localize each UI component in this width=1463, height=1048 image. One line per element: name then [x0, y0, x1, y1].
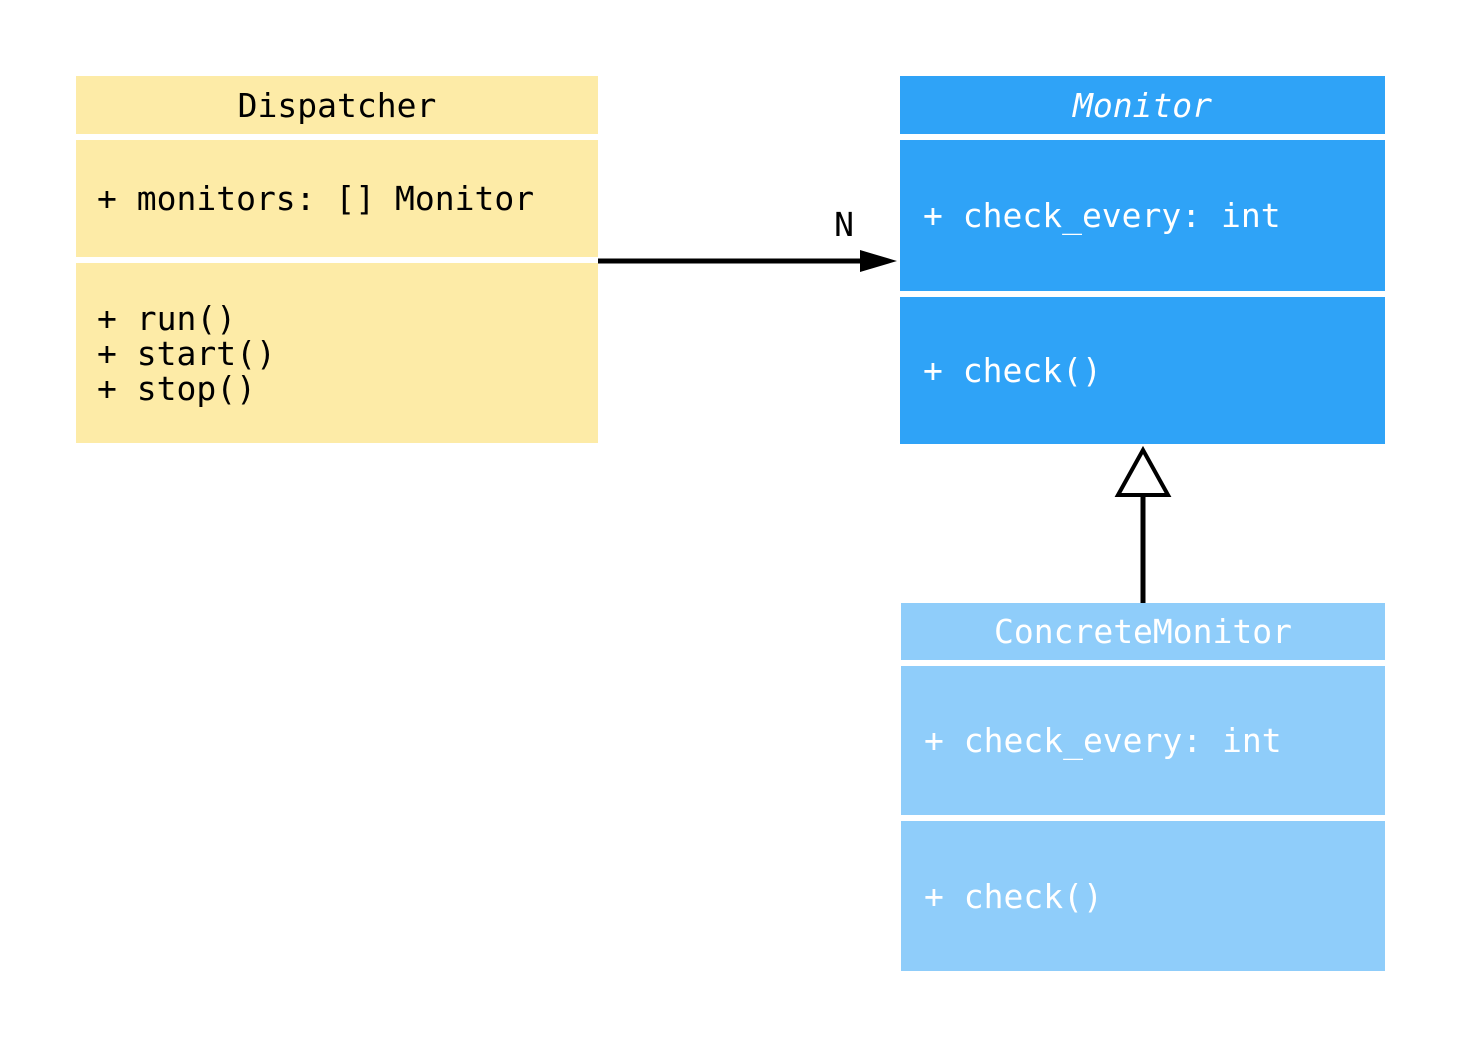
concrete-monitor-methods-section: + check(): [901, 821, 1385, 971]
class-box-concrete-monitor[interactable]: ConcreteMonitor + check_every: int + che…: [901, 603, 1385, 971]
generalization-arrow[interactable]: [1108, 446, 1180, 603]
class-box-monitor[interactable]: Monitor + check_every: int + check(): [900, 76, 1385, 444]
concrete-monitor-method: + check(): [924, 876, 1103, 916]
dispatcher-methods-section: + run() + start() + stop(): [76, 263, 598, 443]
concrete-monitor-attribute: + check_every: int: [924, 721, 1282, 760]
association-arrow[interactable]: [598, 239, 900, 283]
association-multiplicity-label: N: [834, 205, 854, 244]
dispatcher-method: + run(): [97, 298, 237, 338]
monitor-attribute: + check_every: int: [923, 196, 1281, 235]
association-arrowhead-icon: [860, 250, 897, 272]
dispatcher-attributes-section: + monitors: [] Monitor: [76, 140, 598, 257]
concrete-monitor-title: ConcreteMonitor: [901, 603, 1385, 660]
dispatcher-method: + start(): [97, 333, 276, 373]
monitor-attributes-section: + check_every: int: [900, 140, 1385, 291]
concrete-monitor-attributes-section: + check_every: int: [901, 666, 1385, 815]
monitor-method: + check(): [923, 351, 1102, 390]
dispatcher-title: Dispatcher: [76, 76, 598, 134]
monitor-methods-section: + check(): [900, 297, 1385, 444]
dispatcher-method: + stop(): [97, 368, 256, 408]
generalization-triangle-icon: [1114, 446, 1172, 497]
class-box-dispatcher[interactable]: Dispatcher + monitors: [] Monitor + run(…: [76, 76, 598, 443]
monitor-title: Monitor: [900, 76, 1385, 134]
dispatcher-attribute: + monitors: [] Monitor: [97, 179, 535, 218]
